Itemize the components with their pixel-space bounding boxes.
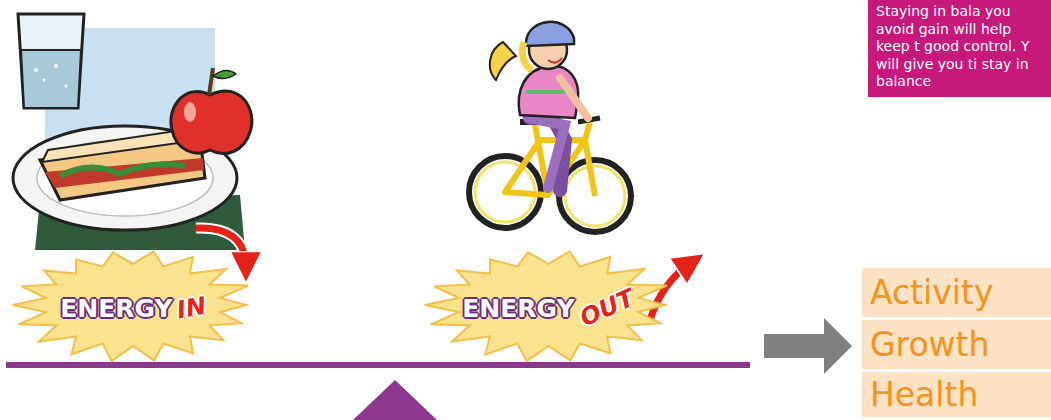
sandwich-plate-part [45, 158, 204, 188]
energy-label: ENERGY [60, 294, 172, 323]
starburst-shape [13, 251, 248, 361]
apple [171, 68, 252, 153]
balance-beam-part [6, 362, 750, 368]
direction-arrow-part [196, 228, 246, 268]
outcome-label: Health [870, 375, 978, 414]
apple-part [171, 91, 252, 153]
energy-starburst: ENERGYIN [8, 240, 258, 362]
cyclist-part [526, 22, 574, 46]
sandwich-plate-part [60, 164, 185, 176]
water-glass-part [18, 14, 84, 108]
result-arrow-part [764, 318, 852, 374]
starburst-shape [425, 251, 667, 361]
balance-beam-part [353, 380, 437, 420]
cyclist-part [560, 78, 588, 118]
note-text: Staying in bala you avoid gain will help… [876, 3, 1029, 89]
cyclist [469, 22, 631, 232]
water-glass [18, 14, 84, 108]
outcome-box: Growth [862, 320, 1051, 372]
info-panel: Staying in bala you avoid gain will help… [868, 0, 1051, 97]
result-arrow [764, 318, 852, 374]
apple-part [209, 68, 213, 95]
balance-beam [6, 362, 750, 420]
direction-arrow-part [196, 228, 246, 268]
water-glass-part [34, 68, 38, 72]
energy-label: ENERGY [462, 294, 574, 323]
outcome-box: Health [862, 372, 1051, 420]
energy-starburst: ENERGYOUT [420, 240, 677, 362]
cyclist-part [528, 118, 565, 188]
water-glass-part [54, 64, 58, 68]
outcome-label: Activity [870, 273, 993, 312]
water-glass-part [65, 85, 68, 88]
water-glass-part [21, 50, 81, 108]
apple-part [213, 70, 236, 78]
cyclist-part [548, 58, 562, 63]
cyclist-part [522, 42, 532, 70]
water-glass-part [43, 79, 46, 82]
outcome-box: Activity [862, 268, 1051, 320]
cyclist-part [490, 42, 516, 80]
apple-part [184, 102, 196, 122]
outcome-label: Growth [870, 325, 989, 364]
direction-label: IN [174, 292, 207, 325]
